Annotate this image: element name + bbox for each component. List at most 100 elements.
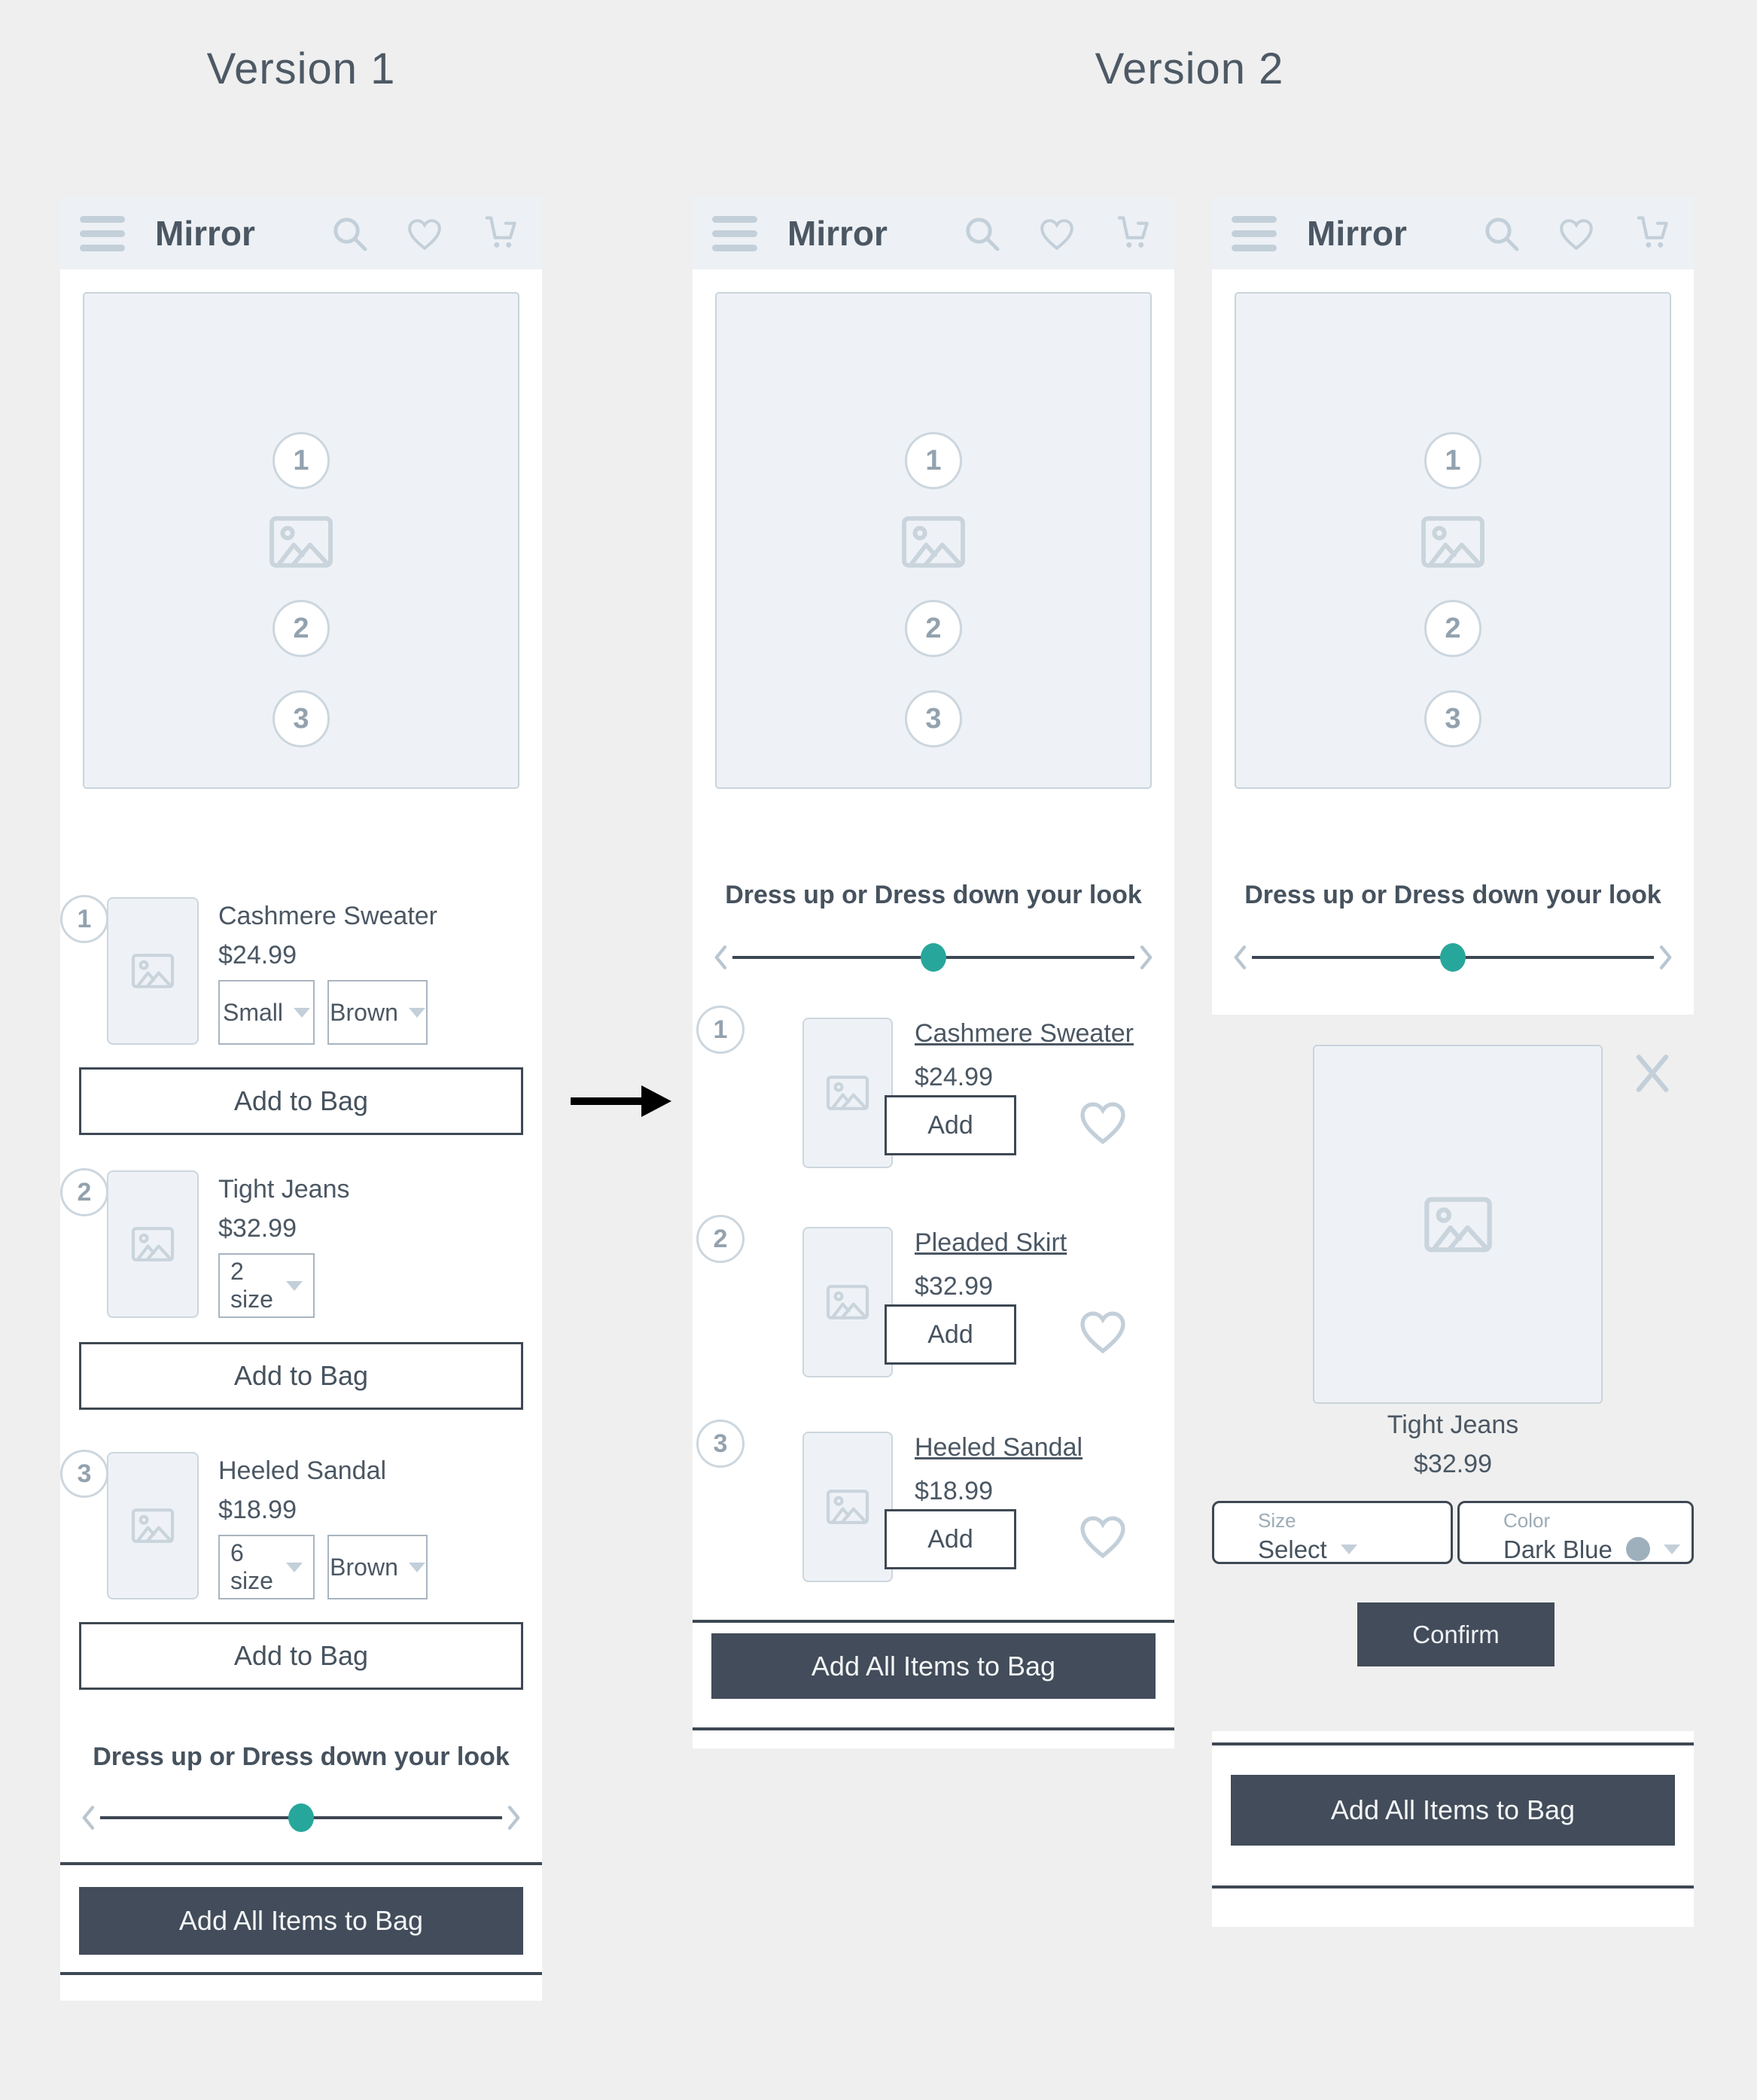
search-icon[interactable] — [328, 212, 370, 254]
dress-slider — [79, 1801, 523, 1834]
favorite-heart-icon[interactable] — [1073, 1507, 1133, 1564]
chevron-left-icon[interactable] — [1231, 942, 1250, 972]
dress-slider-label: Dress up or Dress down your look — [725, 881, 1142, 909]
phone-version2-list: Mirror 1 2 3 Dress up or Dress down your… — [693, 197, 1174, 1748]
step-1-number: 1 — [1445, 444, 1461, 476]
slider-handle[interactable] — [288, 1803, 314, 1832]
chevron-left-icon[interactable] — [79, 1803, 99, 1833]
color-swatch — [1625, 1537, 1650, 1562]
size-select[interactable]: 2 size — [218, 1253, 315, 1318]
product-row: 3 Heeled Sandal $18.99 Add — [693, 1420, 1174, 1582]
favorite-heart-icon[interactable] — [1073, 1093, 1133, 1150]
product-thumbnail — [107, 1170, 199, 1318]
heart-icon[interactable] — [1554, 212, 1599, 254]
item-number: 1 — [713, 1015, 728, 1044]
divider — [60, 1972, 542, 1975]
chevron-down-icon — [408, 1562, 425, 1572]
color-value: Dark Blue — [1503, 1535, 1612, 1563]
hamburger-menu-icon[interactable] — [80, 215, 125, 251]
add-to-bag-button[interactable]: Add to Bag — [79, 1622, 523, 1690]
chevron-down-icon — [294, 1007, 311, 1018]
shopping-cart-icon[interactable] — [1631, 212, 1674, 254]
add-button[interactable]: Add — [885, 1095, 1016, 1155]
size-select[interactable]: 6 size — [218, 1535, 315, 1599]
hamburger-menu-icon[interactable] — [1232, 215, 1277, 251]
color-select[interactable]: Brown — [327, 980, 428, 1045]
brand-logo: Mirror — [1307, 214, 1407, 253]
size-select[interactable]: Size Select — [1212, 1501, 1453, 1564]
step-2-number: 2 — [293, 612, 309, 644]
add-all-items-button[interactable]: Add All Items to Bag — [1231, 1775, 1675, 1846]
product-thumbnail — [107, 897, 199, 1045]
product-options: Small Brown — [218, 980, 428, 1045]
product-options: 2 size — [218, 1253, 315, 1318]
size-value: Small — [223, 998, 284, 1026]
outfit-preview-placeholder: 1 2 3 — [715, 292, 1152, 789]
item-number: 2 — [713, 1224, 728, 1253]
image-placeholder-icon — [1424, 1197, 1492, 1252]
brand-logo: Mirror — [155, 214, 255, 253]
favorite-heart-icon[interactable] — [1073, 1302, 1133, 1359]
image-placeholder-icon — [1421, 516, 1484, 568]
add-button[interactable]: Add — [885, 1304, 1016, 1365]
image-placeholder-icon — [131, 954, 175, 988]
size-value: Select — [1258, 1535, 1327, 1563]
item-number-badge: 2 — [60, 1168, 108, 1216]
chevron-left-icon[interactable] — [711, 942, 731, 972]
item-number: 1 — [77, 904, 92, 933]
product-row: 3 Heeled Sandal $18.99 6 size Brown — [60, 1450, 542, 1599]
arrow-head — [641, 1085, 671, 1117]
image-placeholder-icon — [902, 516, 965, 568]
version-1-title: Version 1 — [206, 44, 396, 93]
color-label: Color — [1503, 1509, 1551, 1532]
phone-version2-detail: Mirror 1 2 3 Dress up or Dress down your… — [1212, 197, 1694, 1927]
product-name-link[interactable]: Heeled Sandal — [915, 1433, 1083, 1462]
product-options: 6 size Brown — [218, 1535, 428, 1599]
arrow-shaft — [571, 1097, 644, 1105]
chevron-right-icon[interactable] — [1655, 942, 1675, 972]
step-2-marker: 2 — [273, 600, 330, 657]
product-name-link[interactable]: Pleaded Skirt — [915, 1228, 1067, 1257]
phone-version1: Mirror 1 2 3 1 Cashmere Sweater $24.99 S… — [60, 197, 542, 2001]
image-placeholder-icon — [131, 1508, 175, 1543]
search-icon[interactable] — [961, 212, 1003, 254]
add-all-items-button[interactable]: Add All Items to Bag — [711, 1633, 1156, 1699]
step-2-marker: 2 — [905, 600, 962, 657]
product-name: Tight Jeans — [218, 1175, 350, 1204]
add-button[interactable]: Add — [885, 1509, 1016, 1569]
size-select[interactable]: Small — [218, 980, 315, 1045]
product-price: $24.99 — [915, 1063, 993, 1091]
color-select[interactable]: Brown — [327, 1535, 428, 1599]
search-icon[interactable] — [1480, 212, 1522, 254]
product-row: 2 Pleaded Skirt $32.99 Add — [693, 1215, 1174, 1377]
product-name-link[interactable]: Cashmere Sweater — [915, 1019, 1134, 1048]
slider-handle[interactable] — [1440, 943, 1466, 972]
step-2-number: 2 — [1445, 612, 1461, 644]
close-icon[interactable] — [1631, 1049, 1674, 1097]
chevron-right-icon[interactable] — [504, 1803, 523, 1833]
confirm-button[interactable]: Confirm — [1357, 1602, 1555, 1666]
chevron-right-icon[interactable] — [1136, 942, 1156, 972]
outfit-preview-placeholder: 1 2 3 — [83, 292, 519, 789]
product-thumbnail — [802, 1432, 893, 1582]
color-select[interactable]: Color Dark Blue — [1457, 1501, 1694, 1564]
shopping-cart-icon[interactable] — [1111, 212, 1155, 254]
add-to-bag-button[interactable]: Add to Bag — [79, 1067, 523, 1135]
item-number-badge: 1 — [60, 895, 108, 943]
image-placeholder-icon — [826, 1076, 869, 1110]
hamburger-menu-icon[interactable] — [712, 215, 757, 251]
heart-icon[interactable] — [402, 212, 447, 254]
shopping-cart-icon[interactable] — [479, 212, 522, 254]
slider-handle[interactable] — [921, 943, 946, 972]
product-row: 1 Cashmere Sweater $24.99 Small Brown — [60, 895, 542, 1045]
step-1-marker: 1 — [905, 432, 962, 489]
item-number-badge: 3 — [696, 1420, 745, 1468]
screen-top-section: Mirror 1 2 3 Dress up or Dress down your… — [1212, 197, 1694, 1015]
heart-icon[interactable] — [1034, 212, 1079, 254]
add-to-bag-button[interactable]: Add to Bag — [79, 1342, 523, 1410]
size-value: 2 size — [230, 1258, 273, 1313]
add-all-items-button[interactable]: Add All Items to Bag — [79, 1887, 523, 1955]
step-3-marker: 3 — [273, 690, 330, 747]
item-number: 2 — [77, 1177, 92, 1207]
slider-track — [100, 1803, 502, 1832]
